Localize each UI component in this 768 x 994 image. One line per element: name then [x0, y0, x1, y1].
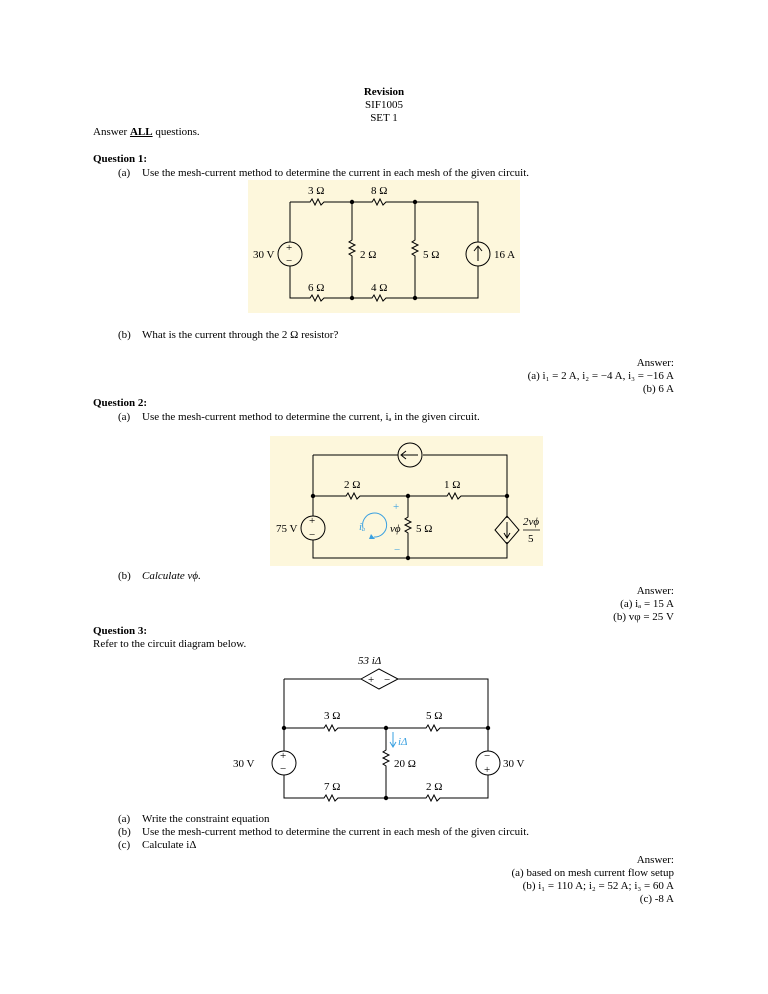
q1-r-2ohm: 2 Ω	[360, 249, 376, 261]
q3-part-b: (b)Use the mesh-current method to determ…	[118, 826, 529, 838]
q2-mesh-current-label: iₐ	[359, 521, 365, 533]
doc-title: Revision	[363, 86, 405, 98]
set-label: SET 1	[370, 112, 398, 124]
q1-answer-a: (a) i₁ = 2 A, i₂ = −4 A, i₃ = −16 A	[527, 370, 674, 382]
q2-dep-denominator: 5	[528, 533, 534, 545]
q2-v-minus: −	[394, 544, 400, 556]
q2-v-phi-label: vϕ	[390, 523, 401, 535]
q3-r-3ohm: 3 Ω	[324, 710, 340, 722]
q2-dep-numerator: 2vϕ	[523, 516, 539, 528]
q1-source-16a: 16 A	[494, 249, 515, 261]
q3-r-7ohm: 7 Ω	[324, 781, 340, 793]
q3-answer-a: (a) based on mesh current flow setup	[511, 867, 674, 879]
q3-dep-minus: −	[384, 674, 390, 686]
q2-part-a: (a)Use the mesh-current method to determ…	[118, 411, 480, 423]
q3-source-left: 30 V	[233, 758, 255, 770]
q3-i-delta-arrow	[389, 732, 397, 748]
q3-answer-b: (b) i₁ = 110 A; i₂ = 52 A; i₃ = 60 A	[522, 880, 674, 892]
q1-r-8ohm: 8 Ω	[371, 185, 387, 197]
q3-answer-title: Answer:	[636, 854, 674, 866]
q3-r-5ohm: 5 Ω	[426, 710, 442, 722]
q1-heading: Question 1:	[93, 153, 148, 165]
q1-circuit: 3 Ω 8 Ω 2 Ω 5 Ω 6 Ω 4 Ω 30 V 16 A + −	[248, 180, 520, 313]
q2-answer-a: (a) iₐ = 15 A	[620, 598, 674, 610]
q3-right-plus: +	[484, 764, 490, 776]
q3-left-plus: +	[280, 750, 286, 762]
q1-source-30v: 30 V	[253, 249, 275, 261]
q1-part-b: (b)What is the current through the 2 Ω r…	[118, 329, 339, 341]
q2-v-plus: +	[393, 501, 399, 513]
q2-r-2ohm: 2 Ω	[344, 479, 360, 491]
q1-r-5ohm: 5 Ω	[423, 249, 439, 261]
q2-heading: Question 2:	[93, 397, 148, 409]
q2-mesh-arrow	[362, 512, 388, 538]
q2-r-1ohm: 1 Ω	[444, 479, 460, 491]
q2-part-b: (b)Calculate vϕ.	[118, 570, 201, 582]
q3-left-minus: −	[280, 763, 286, 775]
q1-part-a: (a)Use the mesh-current method to determ…	[118, 167, 529, 179]
q1-circuit-figure: 3 Ω 8 Ω 2 Ω 5 Ω 6 Ω 4 Ω 30 V 16 A + −	[248, 180, 520, 313]
q3-part-a: (a)Write the constraint equation	[118, 813, 270, 825]
q1-r-4ohm: 4 Ω	[371, 282, 387, 294]
q1-r-6ohm: 6 Ω	[308, 282, 324, 294]
q1-minus-sign: −	[286, 255, 292, 267]
q1-answer-b: (b) 6 A	[642, 383, 674, 395]
q3-dep-plus: +	[368, 674, 374, 686]
q3-answer-c: (c) -8 A	[639, 893, 674, 905]
q3-intro: Refer to the circuit diagram below.	[93, 638, 247, 650]
q2-r-5ohm: 5 Ω	[416, 523, 432, 535]
q2-answer-b: (b) vφ = 25 V	[613, 611, 674, 623]
q3-r-20ohm: 20 Ω	[394, 758, 416, 770]
q3-source-right: 30 V	[503, 758, 525, 770]
q2-source-75v: 75 V	[276, 523, 298, 535]
instruction: Answer ALL questions.	[93, 126, 200, 138]
q2-circuit: 2 Ω 1 Ω 5 Ω 75 V iₐ vϕ + − + − 2vϕ 5	[270, 436, 543, 566]
course-code: SIF1005	[365, 99, 403, 111]
q1-r-3ohm: 3 Ω	[308, 185, 324, 197]
q3-circuit: 53 iΔ + − 3 Ω 5 Ω 20 Ω 7 Ω 2 Ω 30 V 30 V…	[233, 655, 525, 803]
q3-circuit-figure: 53 iΔ + − 3 Ω 5 Ω 20 Ω 7 Ω 2 Ω 30 V 30 V…	[228, 650, 540, 810]
q2-circuit-figure: 2 Ω 1 Ω 5 Ω 75 V iₐ vϕ + − + − 2vϕ 5	[270, 436, 543, 566]
q3-heading: Question 3:	[93, 625, 148, 637]
q1-answer-title: Answer:	[636, 357, 674, 369]
q2-answer-title: Answer:	[636, 585, 674, 597]
q1-plus-sign: +	[286, 242, 292, 254]
q3-dep-source-label: 53 iΔ	[358, 655, 381, 667]
q2-source-minus: −	[309, 529, 315, 541]
q3-r-2ohm: 2 Ω	[426, 781, 442, 793]
q3-right-minus: −	[484, 750, 490, 762]
q3-part-c: (c)Calculate iΔ	[118, 839, 197, 851]
q3-i-delta-label: iΔ	[398, 736, 408, 748]
q2-source-plus: +	[309, 515, 315, 527]
